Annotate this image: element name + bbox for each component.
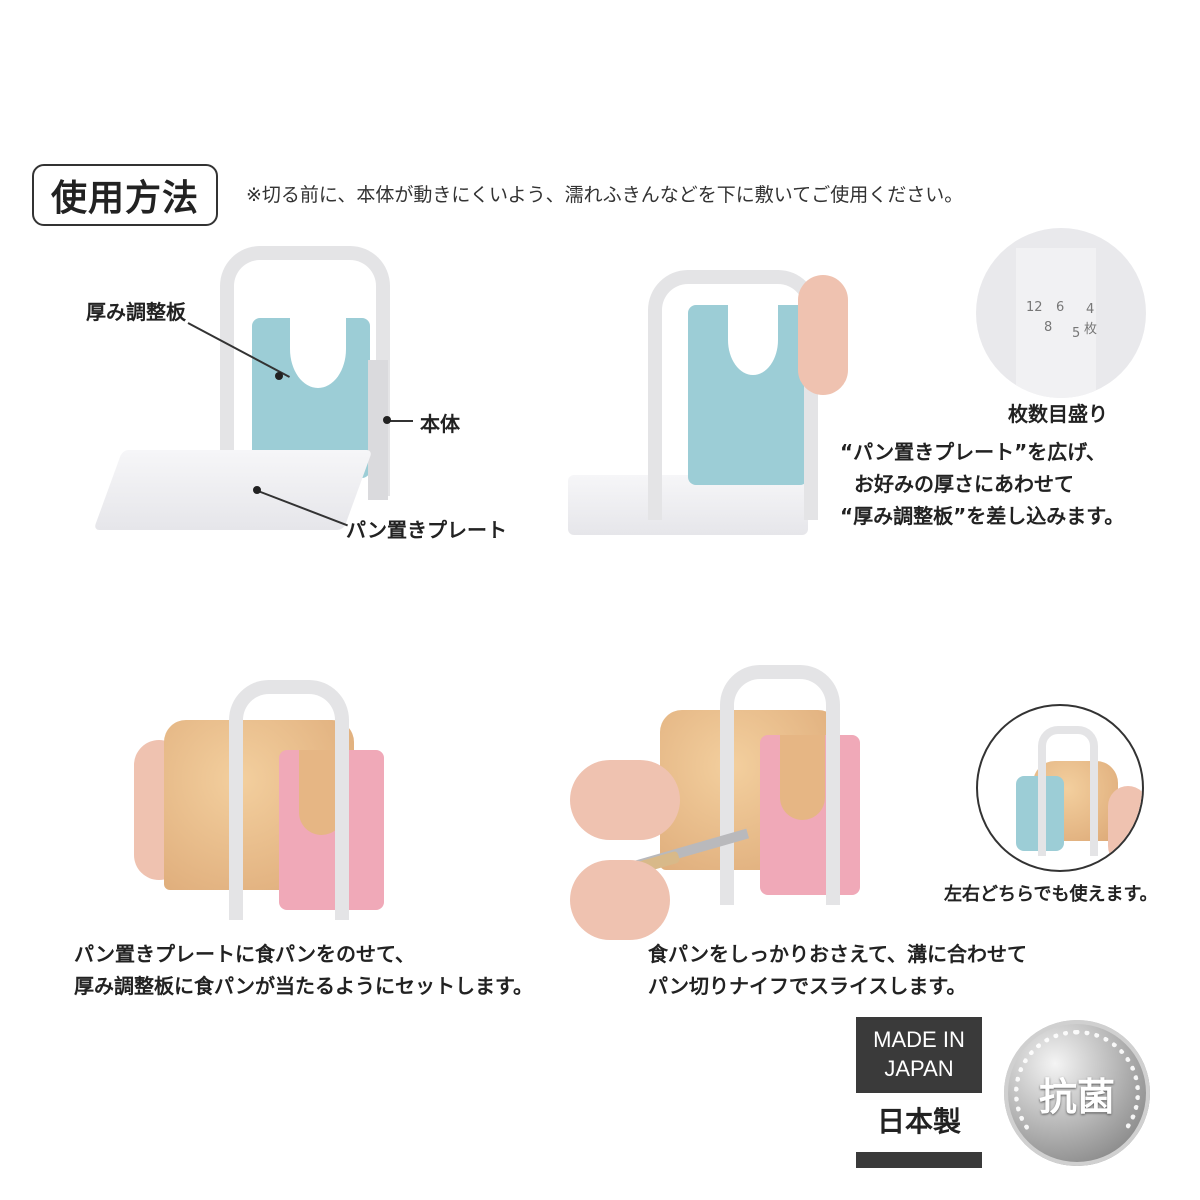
- leader-dot: [275, 372, 283, 380]
- step3-caption: パン置きプレートに食パンをのせて、 厚み調整板に食パンが当たるようにセットします…: [74, 938, 533, 1002]
- made-in-line1: MADE IN: [873, 1027, 965, 1052]
- label-thickness-plate: 厚み調整板: [86, 300, 186, 324]
- label-bread-plate: パン置きプレート: [346, 518, 507, 542]
- step1-product-image: [93, 240, 500, 540]
- bread-plate-shape: [568, 475, 808, 535]
- scale-mark: 5: [1072, 326, 1081, 341]
- body-frame: [720, 665, 840, 905]
- step3-product-image: [134, 670, 394, 920]
- leader-dot: [383, 416, 391, 424]
- usage-notice: ※切る前に、本体が動きにくいよう、濡れふきんなどを下に敷いてご使用ください。: [246, 184, 964, 206]
- bread-in-cutout: [780, 735, 825, 820]
- made-in-japan-jp: 日本製: [876, 1105, 961, 1138]
- dotted-ring-icon: [1014, 1030, 1140, 1131]
- caption-line: お好みの厚さにあわせて: [854, 472, 1074, 496]
- scale-mark: 6: [1056, 300, 1065, 315]
- step4-caption: 食パンをしっかりおさえて、溝に合わせて パン切りナイフでスライスします。: [648, 938, 1027, 1002]
- scale-mark: 4: [1086, 302, 1095, 317]
- caption-line: 厚み調整板に食パンが当たるようにセットします。: [74, 974, 533, 998]
- hand: [798, 275, 848, 395]
- both-sides-caption: 左右どちらでも使えます。: [944, 884, 1158, 905]
- caption-line: パン切りナイフでスライスします。: [648, 974, 967, 998]
- caption-line: 食パンをしっかりおさえて、溝に合わせて: [648, 942, 1027, 966]
- scale-strip: [368, 360, 388, 500]
- step4-product-image: [570, 660, 870, 940]
- step2-product-image: [568, 265, 848, 535]
- antibacterial-badge: 抗菌: [1004, 1020, 1150, 1166]
- scale-mark: 12: [1026, 300, 1043, 315]
- body-frame: [229, 680, 349, 920]
- scale-detail-image: 12 8 6 5 4 枚: [976, 228, 1146, 398]
- scale-mark: 8: [1044, 320, 1053, 335]
- badge-bar: [856, 1152, 982, 1168]
- caption-line: “厚み調整板”を差し込みます。: [840, 504, 1125, 528]
- caption-line: パン置きプレートに食パンをのせて、: [74, 942, 415, 966]
- hand: [570, 760, 680, 840]
- plate-cutout: [290, 310, 346, 388]
- plate-cutout: [728, 305, 778, 375]
- caption-line: “パン置きプレート”を広げ、: [840, 440, 1106, 464]
- scale-caption: 枚数目盛り: [1008, 402, 1108, 426]
- made-in-japan-badge: MADE IN JAPAN: [856, 1017, 982, 1093]
- leader-dot: [253, 486, 261, 494]
- both-sides-image: [976, 704, 1144, 872]
- section-title: 使用方法: [32, 164, 218, 226]
- scale-panel: [1016, 248, 1096, 398]
- hand: [1108, 786, 1142, 866]
- leader-line: [388, 420, 413, 422]
- scale-mark: 枚: [1084, 322, 1098, 337]
- body-frame: [648, 270, 818, 520]
- hand: [570, 860, 670, 940]
- step2-caption: “パン置きプレート”を広げ、 お好みの厚さにあわせて “厚み調整板”を差し込みま…: [840, 436, 1124, 532]
- body-frame: [1038, 726, 1098, 856]
- label-body: 本体: [420, 412, 460, 436]
- made-in-line2: JAPAN: [884, 1056, 954, 1081]
